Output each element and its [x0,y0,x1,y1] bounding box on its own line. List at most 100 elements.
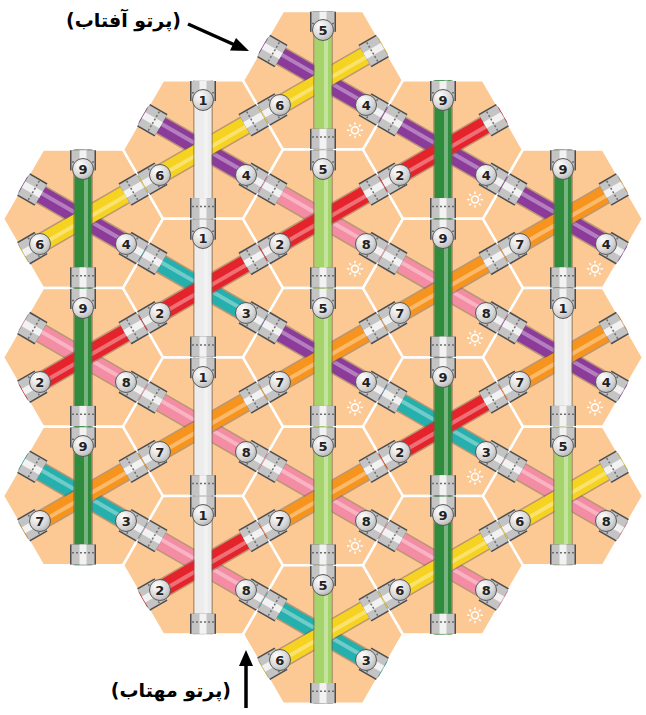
sun-icon [352,265,359,272]
tube-cap-shine [80,544,87,564]
callout-number: 7 [389,302,411,324]
tube-cap-shine [264,323,281,333]
tube-cap-rivets [268,458,279,477]
tube-cap-edge [485,254,502,264]
tube-cap-shine [320,544,327,564]
tube-cap-rivets [268,181,279,200]
tube-cap-rivets [247,389,258,408]
callout-number: 5 [312,574,334,596]
tube-cap [312,129,335,149]
tube-cap-edge [310,129,336,149]
callout-number: 9 [552,158,574,180]
sun-ray [469,619,471,621]
sun-ray [481,199,484,201]
tube-cap-edge [144,115,161,125]
tube-cap-edge [245,392,262,402]
tube-cap-edge [144,392,161,402]
callout-number: 3 [355,649,377,671]
tube-cap-edge [605,323,622,333]
callout-number: 4 [595,233,617,255]
tube-cap [432,337,455,357]
tube-cap-edge [245,254,262,264]
sun-ray [481,476,484,478]
callout-number: 4 [475,164,497,186]
tube-cap [605,185,622,195]
tube-cap-edge [430,198,456,218]
tube-cap-shine [365,462,382,472]
tube-cap-edge [125,185,142,195]
sun-ray [594,274,596,277]
tube-cap [485,531,502,541]
tube-cap-rivets [127,458,138,477]
sun-icon [472,196,479,203]
tube-outline [553,427,573,566]
sun-ray [467,199,470,201]
sun-ray [359,540,361,542]
tube-cap-edge [605,462,622,472]
callout-number: 2 [149,579,171,601]
tube-cap-shine [200,614,207,634]
callout-number: 1 [192,89,214,111]
sun-ray [474,344,476,347]
tube-cap-edge [485,531,502,541]
tube-outline [73,150,93,289]
tube-cap [264,462,281,472]
sun-ray [361,130,364,132]
tube-cap-rivets [552,413,574,415]
tube-outline [193,496,213,635]
tube-cap-shine [264,46,281,56]
sun-ray [587,268,590,270]
callout-number: 3 [475,441,497,463]
tube-cap-shine [560,267,567,287]
callout-number: 6 [269,649,291,671]
tube-cap [552,267,575,287]
tube-cap [245,254,262,264]
tube-cap-shine [440,614,447,634]
tube-cap-shine [245,254,262,264]
tube-cap [264,185,281,195]
tube-cap-shine [485,392,502,402]
hex-tile [483,288,643,427]
tube-cap-edge [24,462,41,472]
tube-cap-edge [365,185,382,195]
tube-outline [433,496,453,635]
callout-number: 5 [552,435,574,457]
tube-cap [125,323,142,333]
tube-cap [144,392,161,402]
tube-outline [553,288,573,427]
tube-cap-rivets [192,344,214,346]
tube-cap [605,462,622,472]
tube-cap-rivets [268,42,279,61]
tube-cap-shine [485,115,502,125]
sun-ray [589,263,591,265]
tube-cap-edge [384,392,401,402]
callout-number: 4 [235,164,257,186]
ray-arrow-head [239,650,253,666]
tube-cap [245,115,262,125]
sun-icon [472,335,479,342]
tube-cap-edge [190,337,216,357]
tube-cap-rivets [508,181,519,200]
sun-ray [349,134,351,136]
tube-cap-shine [504,462,521,472]
sun-ray [349,411,351,413]
sun-ray [474,330,476,333]
sun-ray [479,342,481,344]
tube-cap-shine [320,406,327,426]
sun-ray [599,411,601,413]
callout-number: 9 [432,366,454,388]
sun-ray [474,482,476,485]
tube-cap [192,475,215,495]
tube-cap-shine [384,531,401,541]
sun-ray [359,273,361,275]
sun-ray [594,399,596,402]
tube-cap-edge [264,46,281,56]
sun-ray [474,192,476,195]
callout-number: 5 [312,297,334,319]
sun-ray [594,261,596,264]
tube-cap-edge [504,185,521,195]
tube-cap [144,254,161,264]
sun-ray [479,471,481,473]
sun-icon [352,127,359,134]
callout-number: 9 [432,89,454,111]
